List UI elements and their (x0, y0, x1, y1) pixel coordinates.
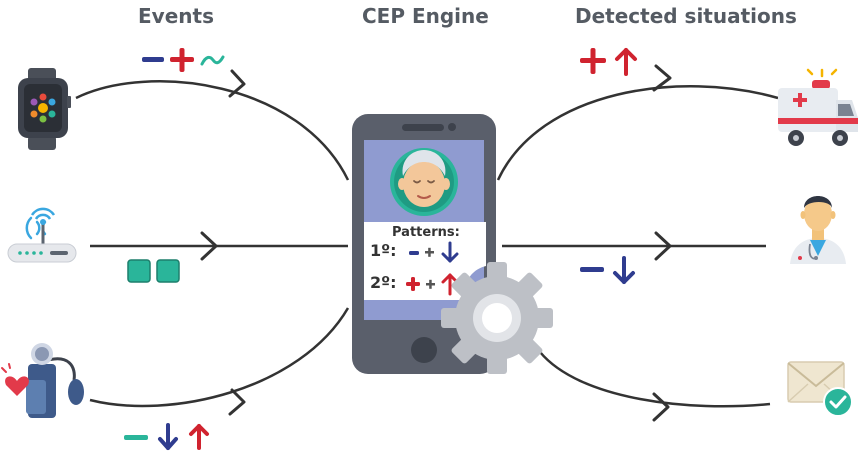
router-icon (7, 207, 77, 263)
flow-line-ambulance (496, 85, 779, 181)
minus-symbol (124, 435, 148, 440)
pattern-1-label: 1º: (370, 241, 397, 260)
square-symbol (127, 259, 151, 283)
flow-line-watch (75, 80, 350, 181)
email-sent-icon (787, 361, 853, 417)
flow-lines (75, 80, 779, 408)
detected-situations-heading: Detected situations (575, 4, 797, 28)
pattern-2-label: 2º: (370, 273, 397, 292)
ambulance-situation-symbols (580, 48, 637, 76)
minus-symbol (142, 57, 164, 62)
events-heading: Events (138, 4, 214, 28)
flow-line-monitor (89, 307, 350, 408)
ambulance-icon (778, 68, 858, 146)
arrow-up-symbol (189, 424, 209, 450)
watch-events-symbols (142, 48, 225, 72)
flow-arrow-doctor (654, 231, 672, 261)
cep-engine-heading: CEP Engine (362, 4, 489, 28)
arrow-up-symbol (615, 48, 637, 76)
doctor-situation-symbols (580, 256, 635, 284)
router-events-symbols (127, 259, 180, 283)
tilde-symbol (200, 55, 225, 66)
phone-home-button (411, 337, 437, 363)
flow-arrow-router (200, 231, 218, 261)
blood-pressure-monitor-icon (1, 343, 84, 418)
minus-symbol (580, 267, 604, 272)
flow-arrow-watch (228, 69, 246, 98)
flow-line-email (539, 351, 771, 408)
doctor-icon (790, 196, 846, 264)
patterns-title: Patterns: (392, 225, 460, 240)
square-symbol (156, 259, 180, 283)
flow-arrow-ambulance (652, 64, 672, 92)
phone-speaker (402, 124, 444, 131)
flow-arrow-monitor (228, 388, 246, 416)
flow-arrow-email (652, 392, 670, 422)
arrow-down-symbol (158, 423, 178, 450)
smartwatch-icon (18, 68, 71, 150)
monitor-events-symbols (124, 423, 209, 450)
pattern-2-symbols (406, 273, 459, 296)
pattern-1-symbols (409, 241, 459, 263)
arrow-down-symbol (613, 256, 635, 284)
elderly-person-avatar (390, 148, 458, 216)
gear-icon (441, 262, 553, 374)
